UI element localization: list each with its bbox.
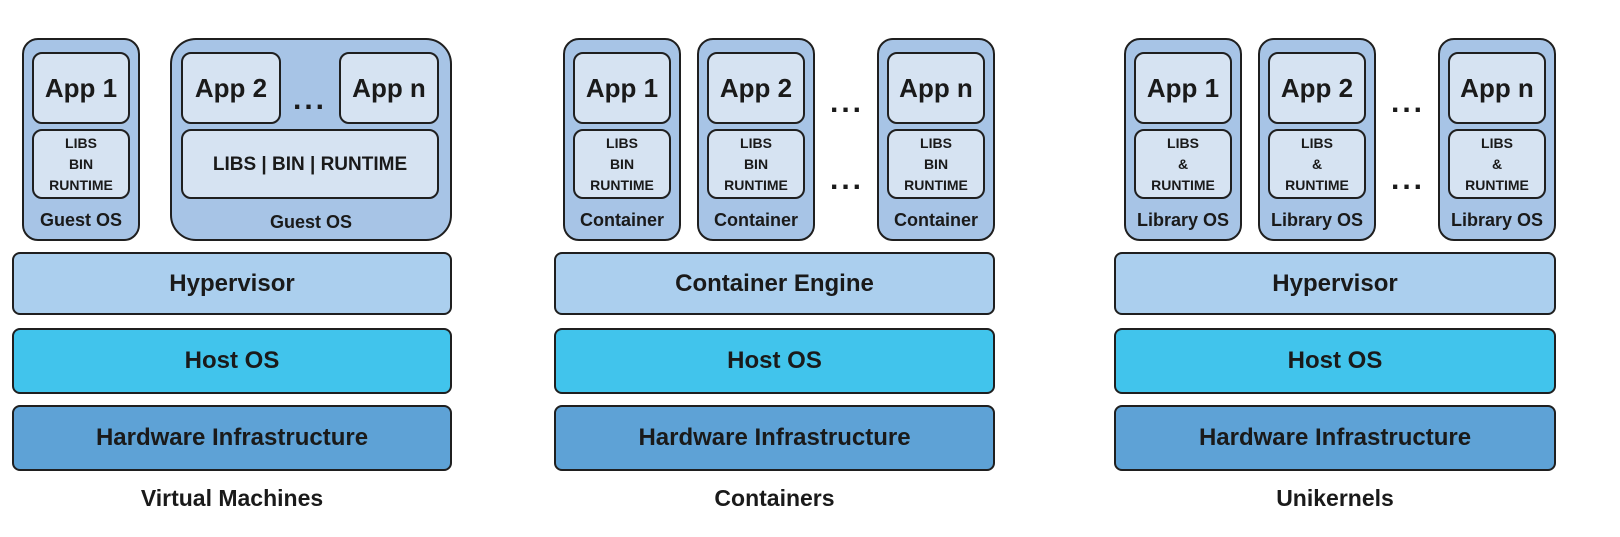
ctn-appn: App n bbox=[887, 52, 985, 124]
vm1-app1: App 1 bbox=[32, 52, 130, 124]
vm2-appn: App n bbox=[339, 52, 439, 124]
ctn-container-label: Container bbox=[893, 209, 978, 230]
uk-hypervisor: Hypervisor bbox=[1114, 252, 1556, 315]
ct-hardware: Hardware Infrastructure bbox=[554, 405, 995, 471]
vm1-guest-os-label: Guest OS bbox=[39, 209, 123, 230]
ct-engine: Container Engine bbox=[554, 252, 995, 315]
vm2-app2: App 2 bbox=[181, 52, 281, 124]
vm-hypervisor: Hypervisor bbox=[12, 252, 452, 315]
ukn-libs: LIBS & RUNTIME bbox=[1448, 129, 1546, 199]
ct2-app2: App 2 bbox=[707, 52, 805, 124]
ukn-appn: App n bbox=[1448, 52, 1546, 124]
uk1-app1: App 1 bbox=[1134, 52, 1232, 124]
uk-ellipsis-libs: ... bbox=[1390, 163, 1425, 196]
uk1-libs: LIBS & RUNTIME bbox=[1134, 129, 1232, 199]
ct1-container-label: Container bbox=[579, 209, 664, 230]
vm2-ellipsis: ... bbox=[292, 83, 327, 116]
vm2-guest-os-label: Guest OS bbox=[269, 211, 353, 232]
ct-caption: Containers bbox=[714, 484, 835, 511]
uk-ellipsis-apps: ... bbox=[1390, 86, 1425, 119]
ukn-library-os-label: Library OS bbox=[1450, 209, 1544, 230]
ct1-app1: App 1 bbox=[573, 52, 671, 124]
ct2-container-label: Container bbox=[713, 209, 798, 230]
vm-hardware: Hardware Infrastructure bbox=[12, 405, 452, 471]
vm-caption: Virtual Machines bbox=[140, 484, 324, 511]
ct-ellipsis-libs: ... bbox=[829, 163, 864, 196]
ct-ellipsis-apps: ... bbox=[829, 86, 864, 119]
vm2-libs: LIBS | BIN | RUNTIME bbox=[181, 129, 439, 199]
ct2-libs: LIBS BIN RUNTIME bbox=[707, 129, 805, 199]
ct1-libs: LIBS BIN RUNTIME bbox=[573, 129, 671, 199]
vm1-libs: LIBS BIN RUNTIME bbox=[32, 129, 130, 199]
ctn-libs: LIBS BIN RUNTIME bbox=[887, 129, 985, 199]
uk2-app2: App 2 bbox=[1268, 52, 1366, 124]
uk-caption: Unikernels bbox=[1276, 484, 1394, 511]
uk1-library-os-label: Library OS bbox=[1136, 209, 1230, 230]
uk-hardware: Hardware Infrastructure bbox=[1114, 405, 1556, 471]
vm-host-os: Host OS bbox=[12, 328, 452, 394]
uk-host-os: Host OS bbox=[1114, 328, 1556, 394]
uk2-libs: LIBS & RUNTIME bbox=[1268, 129, 1366, 199]
uk2-library-os-label: Library OS bbox=[1270, 209, 1364, 230]
ct-host-os: Host OS bbox=[554, 328, 995, 394]
